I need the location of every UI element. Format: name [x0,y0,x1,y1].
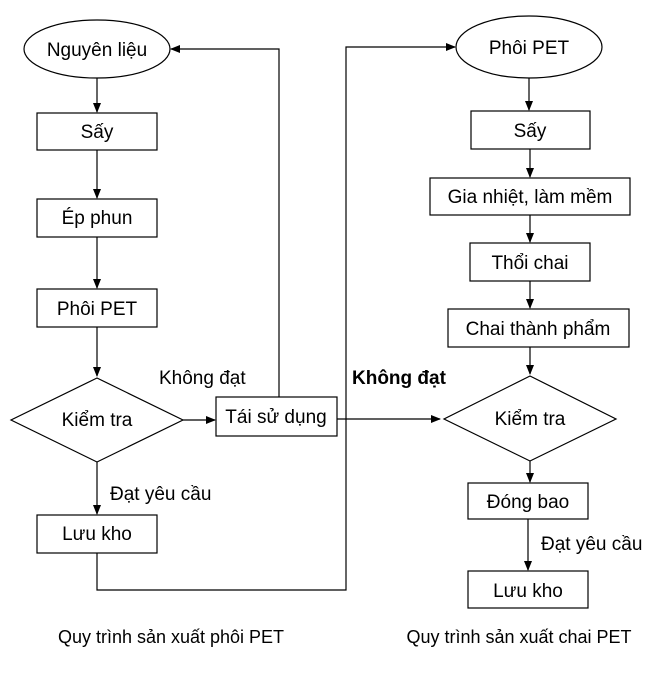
edge-reuse-to-raw-material [170,45,280,397]
node-blowing: Thổi chai [469,242,591,282]
left-flow-caption: Quy trình sản xuất phôi PET [58,627,284,647]
node-finished: Chai thành phẩm [447,308,630,348]
edge-pass-label-left: Đạt yêu cầu [110,484,211,505]
node-heating-label: Gia nhiệt, làm mềm [448,187,613,208]
node-storage-right-label: Lưu kho [493,581,563,602]
node-reuse-label: Tái sử dụng [225,407,326,428]
node-preform-right: Phôi PET [455,15,603,79]
node-packing: Đóng bao [467,482,589,520]
node-inspection-left: Kiểm tra [9,377,185,463]
edge-fail-label-right: Không đạt [352,368,447,389]
node-drying-left-label: Sấy [81,122,114,143]
edge-fail-label-left: Không đạt [159,368,246,389]
node-preform-right-label: Phôi PET [489,38,570,59]
node-inspection-right-label: Kiểm tra [495,409,566,430]
node-drying-right-label: Sấy [514,121,547,142]
node-finished-label: Chai thành phẩm [466,319,611,340]
node-drying-left: Sấy [36,112,158,151]
node-drying-right: Sấy [470,110,591,150]
node-raw-material: Nguyên liệu [23,19,171,79]
edge-pass-label-right: Đạt yêu cầu [541,534,642,555]
node-storage-left-label: Lưu kho [62,524,132,545]
node-injection-label: Ép phun [62,208,133,229]
node-injection: Ép phun [36,198,158,238]
node-preform-left-label: Phôi PET [57,299,138,320]
node-blowing-label: Thổi chai [491,253,568,274]
right-flow-caption: Quy trình sản xuất chai PET [406,627,631,647]
node-raw-material-label: Nguyên liệu [47,40,147,61]
node-inspection-left-label: Kiểm tra [62,410,133,431]
node-reuse: Tái sử dụng [215,396,338,437]
node-storage-left: Lưu kho [36,514,158,554]
node-storage-right: Lưu kho [467,570,589,609]
node-heating: Gia nhiệt, làm mềm [429,177,631,216]
node-packing-label: Đóng bao [487,492,569,513]
edge-storage-to-right-preform [96,43,456,591]
node-inspection-right: Kiểm tra [442,375,618,462]
node-preform-left: Phôi PET [36,288,158,328]
